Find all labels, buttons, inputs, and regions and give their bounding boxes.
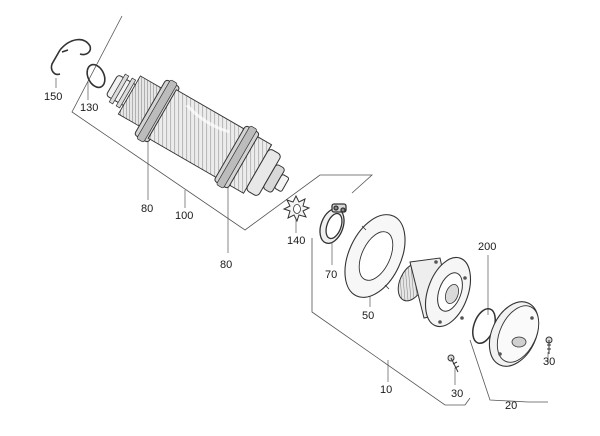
- label-140: 140: [287, 235, 305, 247]
- label-80-left: 80: [141, 203, 153, 215]
- ring-clip-part: [319, 203, 347, 244]
- small-oring-part: [86, 63, 106, 89]
- label-150: 150: [44, 91, 62, 103]
- label-70: 70: [325, 269, 337, 281]
- cover-part: [488, 301, 540, 367]
- label-30-bottom: 30: [451, 388, 463, 400]
- gasket-part: [344, 214, 406, 298]
- bracket-lines: [71, 15, 548, 406]
- label-200: 200: [478, 241, 496, 253]
- wire-clip-part: [50, 38, 92, 76]
- label-10: 10: [380, 384, 392, 396]
- hose-assembly-part: [106, 73, 290, 196]
- housing-part: [397, 256, 472, 328]
- part-labels: 150 130 80 100 80 140 70 50 10 30 200 20…: [44, 91, 555, 412]
- label-50: 50: [362, 310, 374, 322]
- screw-bottom-part: [447, 354, 460, 373]
- label-100: 100: [175, 210, 193, 222]
- label-20: 20: [505, 400, 517, 412]
- label-80-right: 80: [220, 259, 232, 271]
- label-30-right: 30: [543, 356, 555, 368]
- label-130: 130: [80, 102, 98, 114]
- screw-right-part: [545, 336, 553, 354]
- star-washer-part: [282, 194, 311, 223]
